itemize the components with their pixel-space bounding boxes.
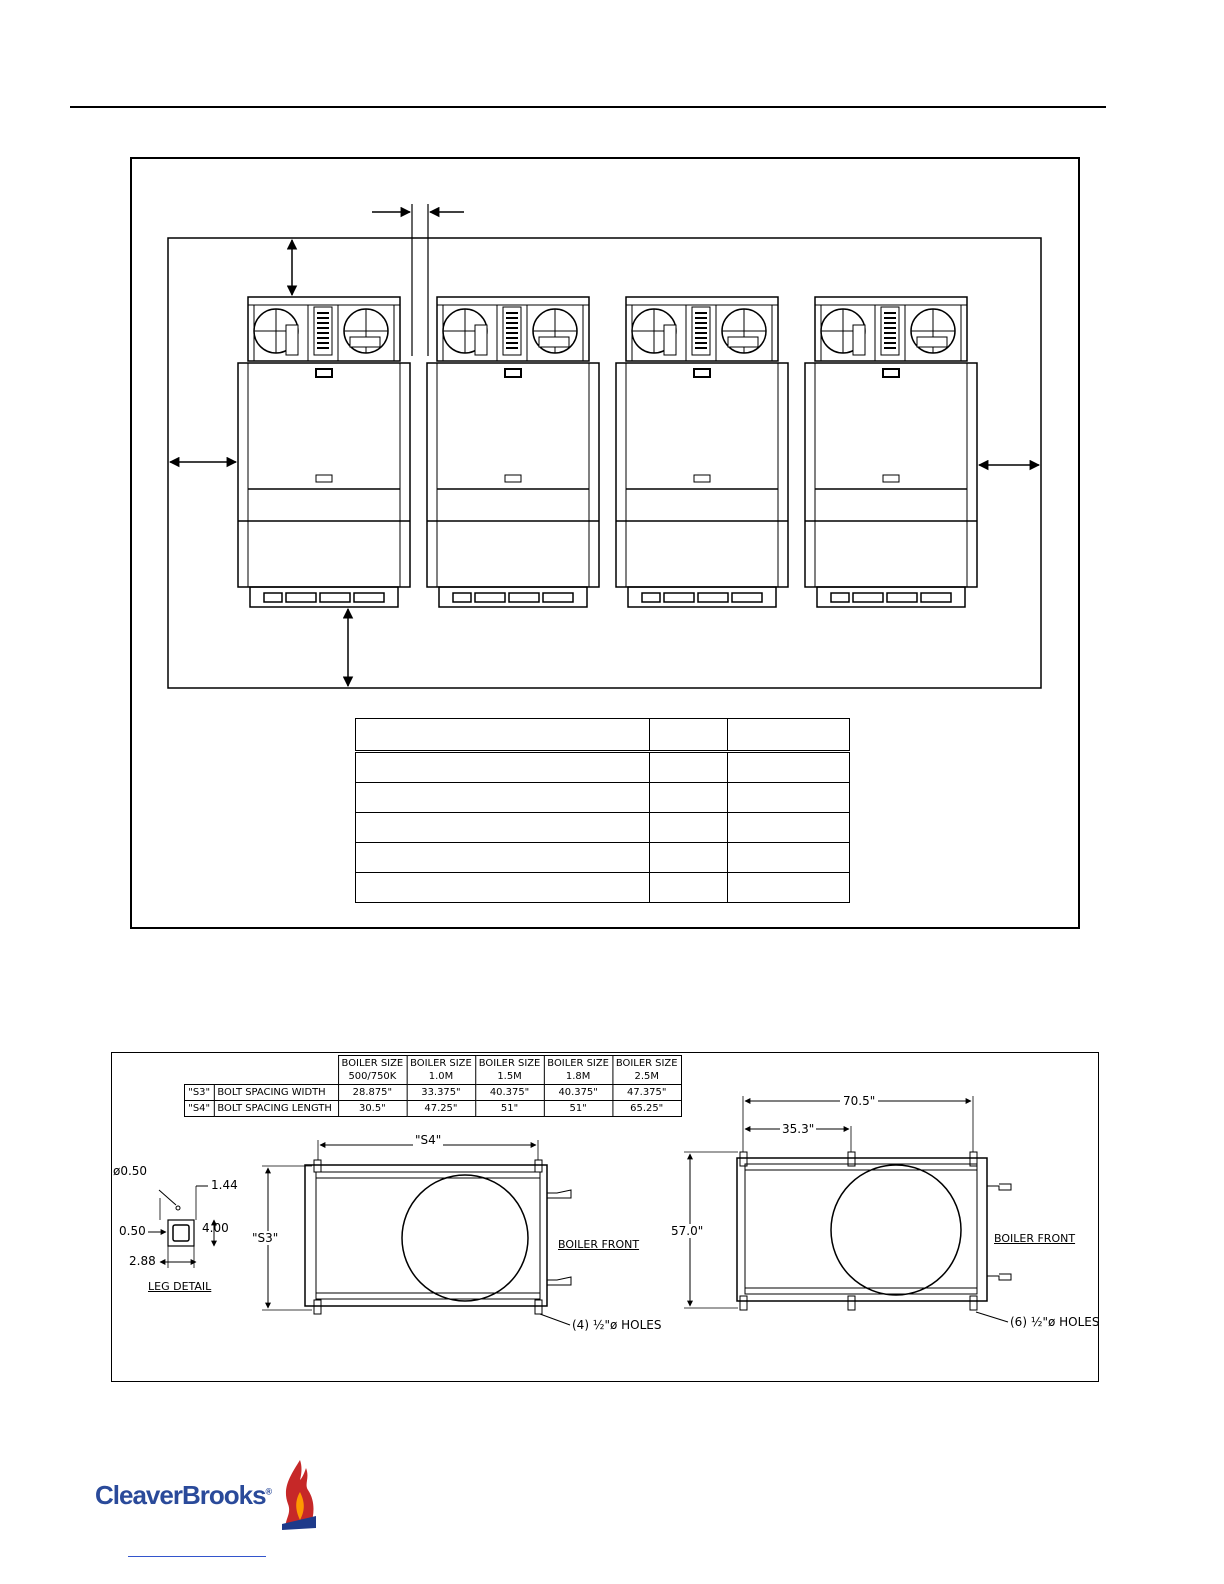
table-row: "S4" BOLT SPACING LENGTH 30.5" 47.25" 51… bbox=[184, 1100, 682, 1117]
footer-link-underline bbox=[128, 1556, 266, 1557]
table-cell: 65.25" bbox=[611, 1100, 682, 1117]
leg-dim-1-44: 1.44 bbox=[211, 1178, 238, 1192]
s3-dim-label: "S3" bbox=[252, 1231, 279, 1245]
bolt-header-line1: BOILER SIZE bbox=[615, 1058, 678, 1069]
clearance-drawing-panel bbox=[130, 157, 1080, 929]
holes-4-label: (4) ½"ø HOLES bbox=[572, 1318, 662, 1332]
bolt-header-line2: 1.0M bbox=[428, 1071, 454, 1082]
bolt-header-line2: 500/750K bbox=[348, 1071, 397, 1082]
leg-detail-title: LEG DETAIL bbox=[148, 1280, 212, 1293]
holes-6-label: (6) ½"ø HOLES bbox=[1010, 1315, 1100, 1329]
bolt-header-cell: BOILER SIZE 500/750K bbox=[337, 1055, 408, 1085]
bolt-header-line2: 1.5M bbox=[497, 1071, 522, 1082]
leg-detail-drawing bbox=[148, 1185, 217, 1268]
s4-dim-label: "S4" bbox=[413, 1133, 444, 1147]
boiler-row-drawing bbox=[167, 204, 1042, 689]
logo-text: CleaverBrooks bbox=[95, 1480, 267, 1510]
dim-70-5-label: 70.5" bbox=[840, 1094, 879, 1108]
logo-reg: ® bbox=[265, 1486, 273, 1497]
clearance-table bbox=[355, 718, 850, 903]
base-6-leg-drawing bbox=[684, 1096, 1012, 1323]
bolt-header-cell: BOILER SIZE 2.5M bbox=[611, 1055, 682, 1085]
bolt-spacing-table: BOILER SIZE 500/750K BOILER SIZE 1.0M BOIL… bbox=[184, 1055, 682, 1117]
bolt-header-line1: BOILER SIZE bbox=[410, 1058, 472, 1069]
boiler-front-label: BOILER FRONT bbox=[558, 1238, 640, 1251]
base-4-leg-drawing bbox=[262, 1140, 572, 1326]
bolt-header-line2: 1.8M bbox=[565, 1071, 591, 1082]
flame-icon bbox=[282, 1460, 316, 1530]
cleaverbrooks-logo: CleaverBrooks® bbox=[95, 1480, 273, 1511]
boiler-front-label: BOILER FRONT bbox=[994, 1232, 1076, 1245]
table-cell: 51" bbox=[543, 1100, 613, 1117]
leg-hole-dia-label: ø0.50 bbox=[113, 1164, 148, 1178]
leg-dim-4-00: 4.00 bbox=[202, 1221, 229, 1235]
dim-35-3-label: 35.3" bbox=[780, 1122, 817, 1136]
bolt-header-line1: BOILER SIZE bbox=[341, 1058, 404, 1069]
header-rule bbox=[70, 106, 1106, 108]
bolt-header-line1: BOILER SIZE bbox=[478, 1058, 541, 1069]
table-cell: 30.5" bbox=[337, 1100, 408, 1117]
bolt-header-line2: 2.5M bbox=[634, 1071, 659, 1082]
bolt-header-line1: BOILER SIZE bbox=[547, 1058, 609, 1069]
leg-dim-2-88: 2.88 bbox=[129, 1254, 156, 1268]
dim-57-0-label: 57.0" bbox=[671, 1224, 704, 1238]
leg-dim-0-50: 0.50 bbox=[119, 1224, 146, 1238]
base-drawing-panel bbox=[111, 1052, 1099, 1382]
bolt-header-cell: BOILER SIZE 1.8M bbox=[543, 1055, 613, 1085]
